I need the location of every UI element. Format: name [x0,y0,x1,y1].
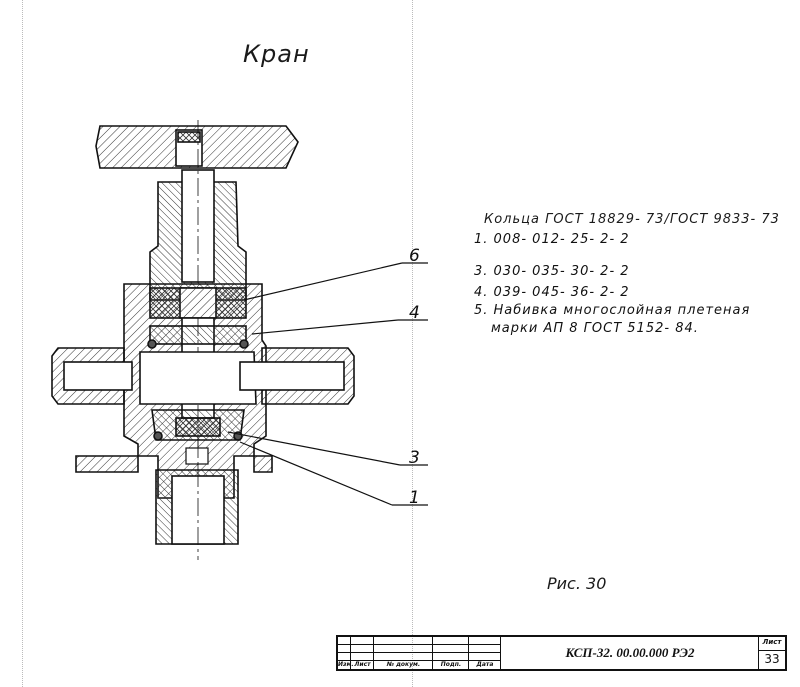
spec-header: Кольца ГОСТ 18829- 73/ГОСТ 9833- 73 [484,212,780,227]
sheet-number: 33 [759,650,785,666]
spec-item: 5. Набивка многослойная плетеная [474,303,751,318]
scan-fold-line [412,0,413,687]
figure-caption: Рис. 30 [547,574,607,593]
sheet-label: Лист [762,638,782,646]
spec-item: 3. 030- 035- 30- 2- 2 [474,264,630,279]
tb-label-list: Лист [354,661,371,668]
tb-label-izm: Изм. [338,661,354,668]
callout-1: 1 [409,488,420,508]
leader-lines [227,262,428,506]
tb-label-doc: № докум. [386,661,421,668]
spec-item: 4. 039- 045- 36- 2- 2 [474,285,630,300]
scan-edge-line [22,0,23,687]
callout-6: 6 [409,246,420,266]
tb-label-sign: Подп. [440,661,462,668]
spec-item: 1. 008- 012- 25- 2- 2 [474,232,630,247]
bottom-flange-left [75,455,139,473]
drawing-title: Кран [243,40,310,68]
spec-item: марки АП 8 ГОСТ 5152- 84. [491,321,699,336]
callout-4: 4 [409,303,420,323]
tb-label-date: Дата [476,661,494,668]
title-block: Изм. Лист № докум. Подп. Дата КСП-32. 00… [336,635,787,671]
callout-3: 3 [409,448,420,468]
sheet-column: Лист 33 [758,637,785,669]
document-code: КСП-32. 00.00.000 РЭ2 [565,645,695,660]
